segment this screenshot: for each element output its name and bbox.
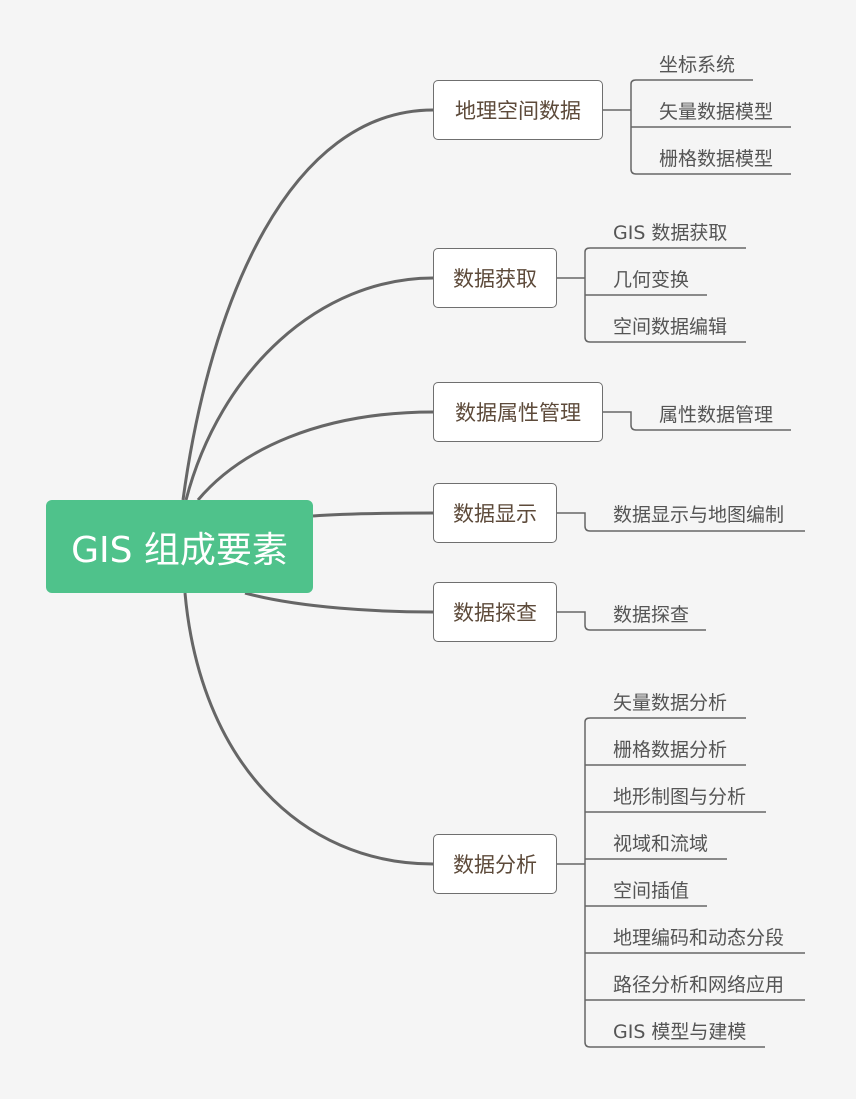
connector-root-to-branch-6 [183, 592, 434, 866]
connector-branch-3-leaves [603, 411, 791, 431]
leaf-node[interactable]: 栅格数据模型 [659, 148, 774, 170]
connector-root-to-branch-2 [184, 276, 434, 501]
connector-branch-5-leaves [557, 611, 706, 631]
connector-root-to-branch-4 [312, 511, 434, 518]
leaf-node[interactable]: 数据探查 [613, 604, 690, 626]
leaf-node[interactable]: 矢量数据模型 [659, 101, 774, 123]
leaf-node[interactable]: 栅格数据分析 [613, 739, 728, 761]
connector-branch-4-leaves [557, 512, 805, 532]
branch-node-4[interactable]: 数据显示 [433, 483, 557, 543]
leaf-node[interactable]: 地理编码和动态分段 [613, 927, 785, 949]
branch-node-2[interactable]: 数据获取 [433, 248, 557, 308]
connector-branch-1-leaves [603, 79, 791, 175]
branch-node-3[interactable]: 数据属性管理 [433, 382, 603, 442]
leaf-node[interactable]: 属性数据管理 [659, 404, 774, 426]
branch-node-6[interactable]: 数据分析 [433, 834, 557, 894]
connector-root-to-branch-1 [181, 108, 434, 501]
leaf-node[interactable]: 空间插值 [613, 880, 690, 902]
leaf-node[interactable]: 路径分析和网络应用 [613, 974, 785, 996]
leaf-node[interactable]: 矢量数据分析 [613, 692, 728, 714]
leaf-node[interactable]: GIS 模型与建模 [613, 1021, 747, 1043]
leaf-node[interactable]: 地形制图与分析 [613, 786, 747, 808]
root-node[interactable]: GIS 组成要素 [46, 500, 313, 593]
leaf-node[interactable]: 几何变换 [613, 269, 690, 291]
leaf-node[interactable]: 坐标系统 [659, 54, 736, 76]
connector-root-to-branch-3 [196, 410, 434, 501]
connector-root-to-branch-5 [244, 591, 434, 614]
leaf-node[interactable]: GIS 数据获取 [613, 222, 728, 244]
leaf-node[interactable]: 视域和流域 [613, 833, 709, 855]
connector-branch-2-leaves [557, 247, 746, 343]
leaf-node[interactable]: 空间数据编辑 [613, 316, 728, 338]
branch-node-1[interactable]: 地理空间数据 [433, 80, 603, 140]
branch-node-5[interactable]: 数据探查 [433, 582, 557, 642]
leaf-node[interactable]: 数据显示与地图编制 [613, 504, 785, 526]
connector-branch-6-leaves [557, 717, 805, 1048]
